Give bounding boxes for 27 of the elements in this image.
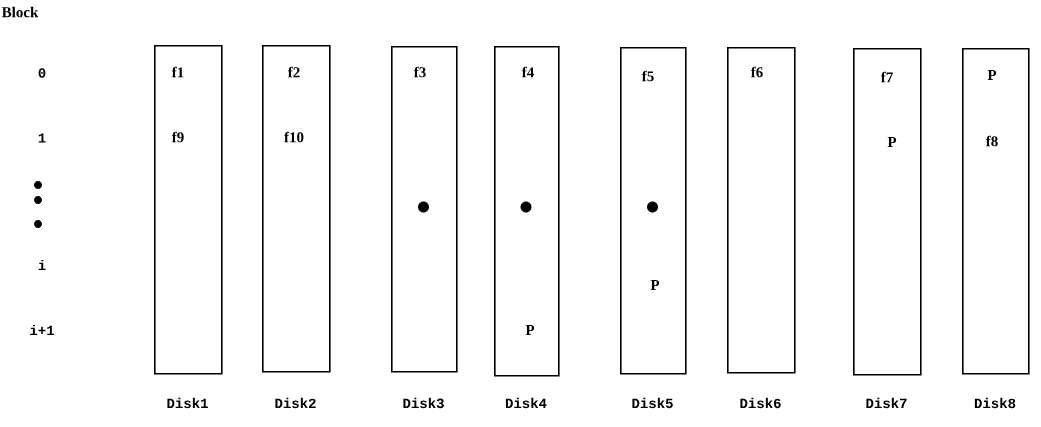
block-label: f9 (171, 131, 184, 143)
disk-label: Disk2 (275, 397, 316, 409)
row-label: 0 (38, 68, 46, 78)
block-label: f6 (750, 66, 763, 78)
block-label: f8 (985, 135, 998, 147)
disk-label: Disk7 (866, 397, 907, 409)
disk-label: Disk8 (974, 397, 1016, 409)
row-label: 1 (38, 133, 46, 143)
row-label: i+1 (30, 324, 54, 336)
block-label: f5 (641, 70, 654, 82)
block-label: f2 (287, 66, 300, 78)
block-label: P (987, 70, 997, 80)
disk-label: Disk5 (632, 397, 673, 409)
block-label: f3 (413, 66, 426, 78)
block-label: f7 (880, 71, 893, 83)
block-label: f4 (521, 66, 534, 78)
disk-label: Disk4 (505, 397, 547, 409)
disk-label: Disk1 (167, 397, 208, 409)
disk-label: Disk6 (740, 397, 781, 409)
block-label: f10 (284, 131, 304, 143)
row-label: i (38, 259, 46, 271)
block-label: f1 (171, 66, 184, 78)
block-label: P (887, 137, 897, 147)
axis-title: Block (1, 6, 39, 18)
block-label: P (650, 280, 660, 290)
disk-label: Disk3 (403, 397, 444, 409)
block-label: P (525, 325, 535, 335)
